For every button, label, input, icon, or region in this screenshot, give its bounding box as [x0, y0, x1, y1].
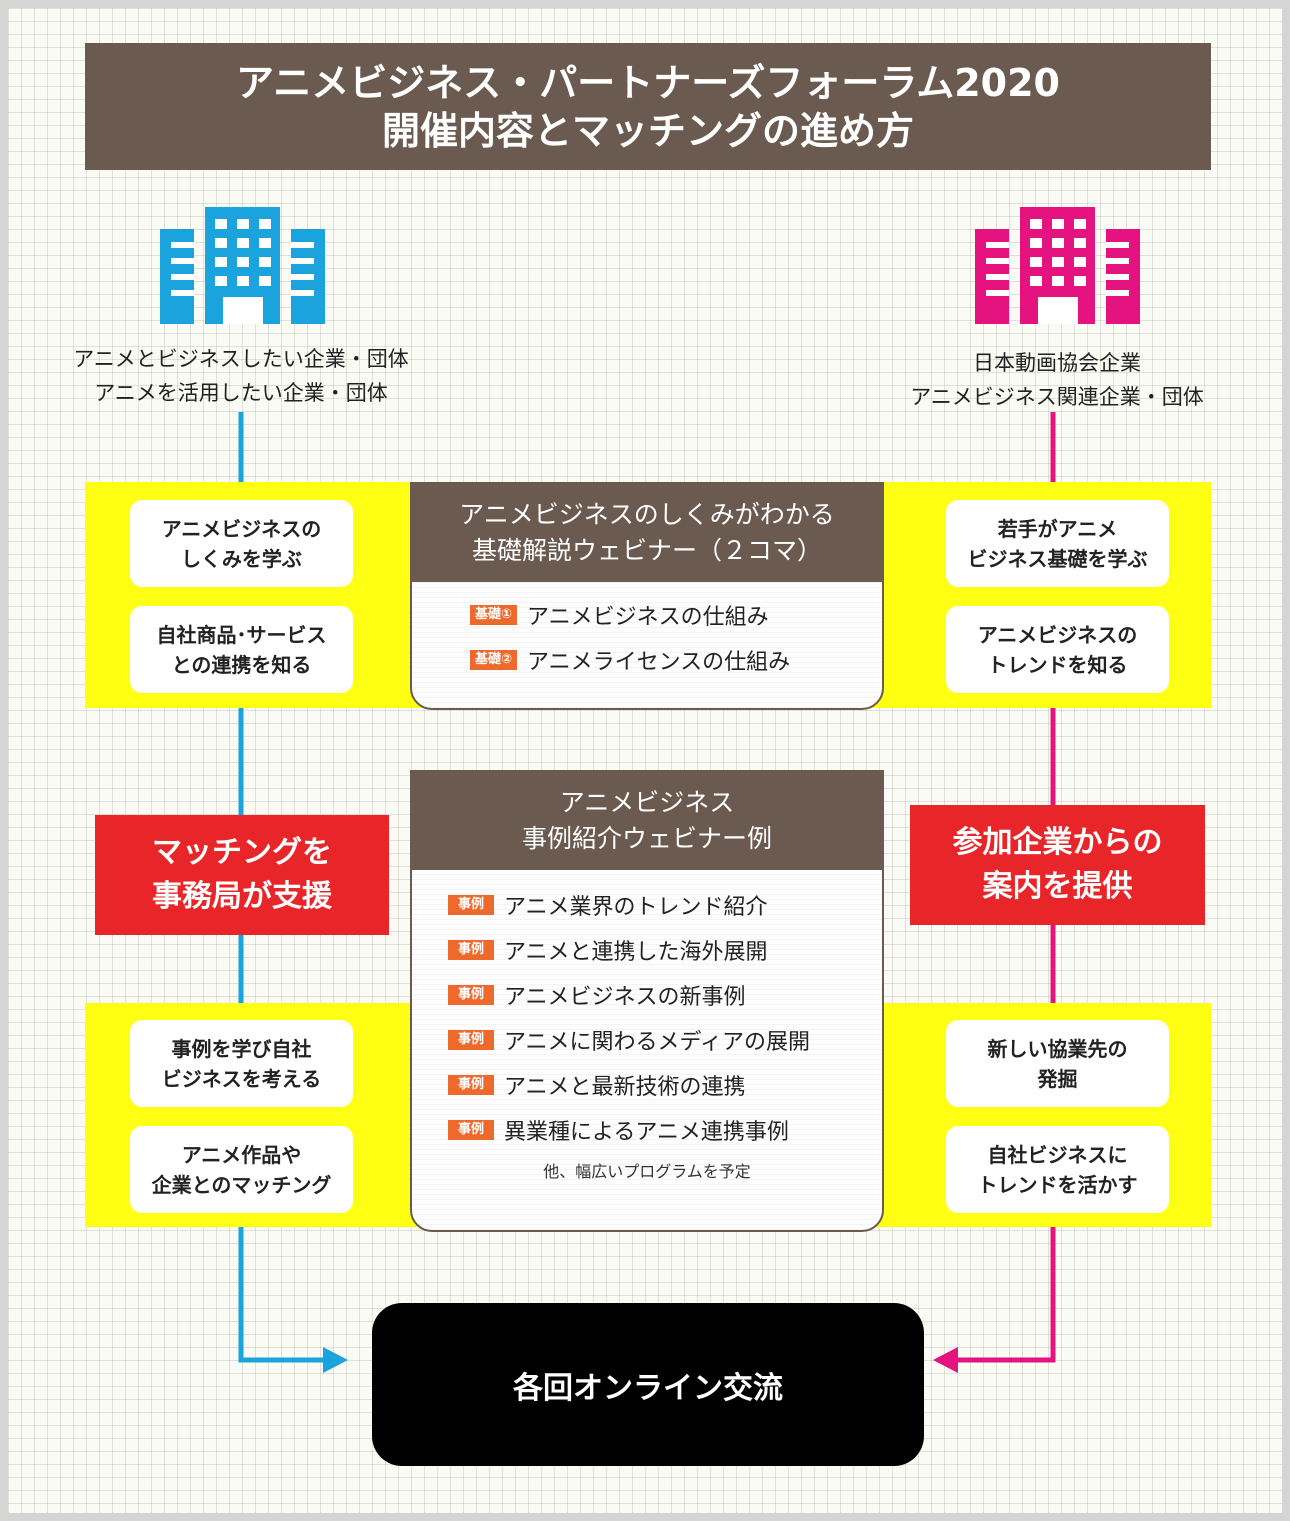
case-item-text: アニメと連携した海外展開 — [504, 939, 768, 965]
left-upper-box: 自社商品･サービス との連携を知る — [130, 606, 353, 693]
case-item-text: アニメに関わるメディアの展開 — [504, 1029, 811, 1055]
case-panel-note: 他、幅広いプログラムを予定 — [543, 1162, 751, 1181]
basics-item: 基礎② アニメライセンスの仕組み — [470, 637, 882, 682]
case-panel-header: アニメビジネス 事例紹介ウェビナー例 — [412, 772, 882, 870]
left-flow-line — [238, 412, 326, 1363]
case-tag: 事例 — [448, 894, 494, 915]
right-org-label-line-1: 日本動画協会企業 — [973, 351, 1141, 375]
left-lower-box: アニメ作品や 企業とのマッチング — [130, 1126, 353, 1213]
right-red-box: 参加企業からの 案内を提供 — [910, 805, 1205, 925]
title-banner: アニメビジネス・パートナーズフォーラム2020 開催内容とマッチングの進め方 — [85, 43, 1211, 170]
right-lower-box: 新しい協業先の 発掘 — [946, 1020, 1169, 1107]
title-line-1: アニメビジネス・パートナーズフォーラム2020 — [236, 60, 1060, 105]
case-item-text: アニメと最新技術の連携 — [504, 1074, 746, 1100]
case-tag: 事例 — [448, 939, 494, 960]
left-org-label-line-1: アニメとビジネスしたい企業・団体 — [73, 347, 409, 371]
basics-item-text: アニメビジネスの仕組み — [527, 604, 769, 630]
case-tag: 事例 — [448, 984, 494, 1005]
left-red-box: マッチングを 事務局が支援 — [95, 815, 389, 935]
basics-panel-header: アニメビジネスのしくみがわかる 基礎解説ウェビナー（２コマ） — [412, 484, 882, 582]
case-item-text: アニメ業界のトレンド紹介 — [504, 894, 768, 920]
right-arrowhead — [933, 1347, 958, 1373]
right-upper-box: アニメビジネスの トレンドを知る — [946, 606, 1169, 693]
basics-item: 基礎① アニメビジネスの仕組み — [470, 592, 882, 637]
right-upper-box: 若手がアニメ ビジネス基礎を学ぶ — [946, 500, 1169, 587]
online-exchange-box: 各回オンライン交流 — [372, 1303, 924, 1466]
case-item: 事例アニメに関わるメディアの展開 — [448, 1017, 882, 1062]
basics-item-text: アニメライセンスの仕組み — [527, 649, 791, 675]
basics-tag: 基礎① — [470, 604, 518, 625]
case-item: 事例アニメと連携した海外展開 — [448, 927, 882, 972]
right-lower-box: 自社ビジネスに トレンドを活かす — [946, 1126, 1169, 1213]
right-flow-line — [955, 412, 1056, 1363]
left-org-label-line-2: アニメを活用したい企業・団体 — [94, 381, 388, 405]
case-item: 事例アニメビジネスの新事例 — [448, 972, 882, 1017]
right-org-label: 日本動画協会企業 アニメビジネス関連企業・団体 — [850, 346, 1264, 414]
basics-tag: 基礎② — [470, 649, 518, 670]
case-item-text: 異業種によるアニメ連携事例 — [504, 1119, 789, 1145]
case-item: 事例アニメと最新技術の連携 — [448, 1062, 882, 1107]
case-tag: 事例 — [448, 1074, 494, 1095]
left-lower-box: 事例を学び自社 ビジネスを考える — [130, 1020, 353, 1107]
case-item-text: アニメビジネスの新事例 — [504, 984, 746, 1010]
basics-webinar-panel: アニメビジネスのしくみがわかる 基礎解説ウェビナー（２コマ） 基礎① アニメビジ… — [410, 482, 884, 710]
right-org-label-line-2: アニメビジネス関連企業・団体 — [910, 385, 1204, 409]
left-org-label: アニメとビジネスしたい企業・団体 アニメを活用したい企業・団体 — [30, 342, 452, 410]
case-item-list: 事例アニメ業界のトレンド紹介 事例アニメと連携した海外展開 事例アニメビジネスの… — [412, 870, 882, 1152]
case-tag: 事例 — [448, 1119, 494, 1140]
case-webinar-panel: アニメビジネス 事例紹介ウェビナー例 事例アニメ業界のトレンド紹介 事例アニメと… — [410, 770, 884, 1232]
left-arrowhead — [323, 1347, 348, 1373]
left-upper-box: アニメビジネスの しくみを学ぶ — [130, 500, 353, 587]
case-tag: 事例 — [448, 1029, 494, 1050]
basics-item-list: 基礎① アニメビジネスの仕組み 基礎② アニメライセンスの仕組み — [412, 582, 882, 682]
building-icon — [975, 207, 1140, 324]
case-item: 事例アニメ業界のトレンド紹介 — [448, 882, 882, 927]
case-item: 事例異業種によるアニメ連携事例 — [448, 1107, 882, 1152]
title-line-2: 開催内容とマッチングの進め方 — [381, 108, 914, 153]
building-icon — [160, 207, 325, 324]
